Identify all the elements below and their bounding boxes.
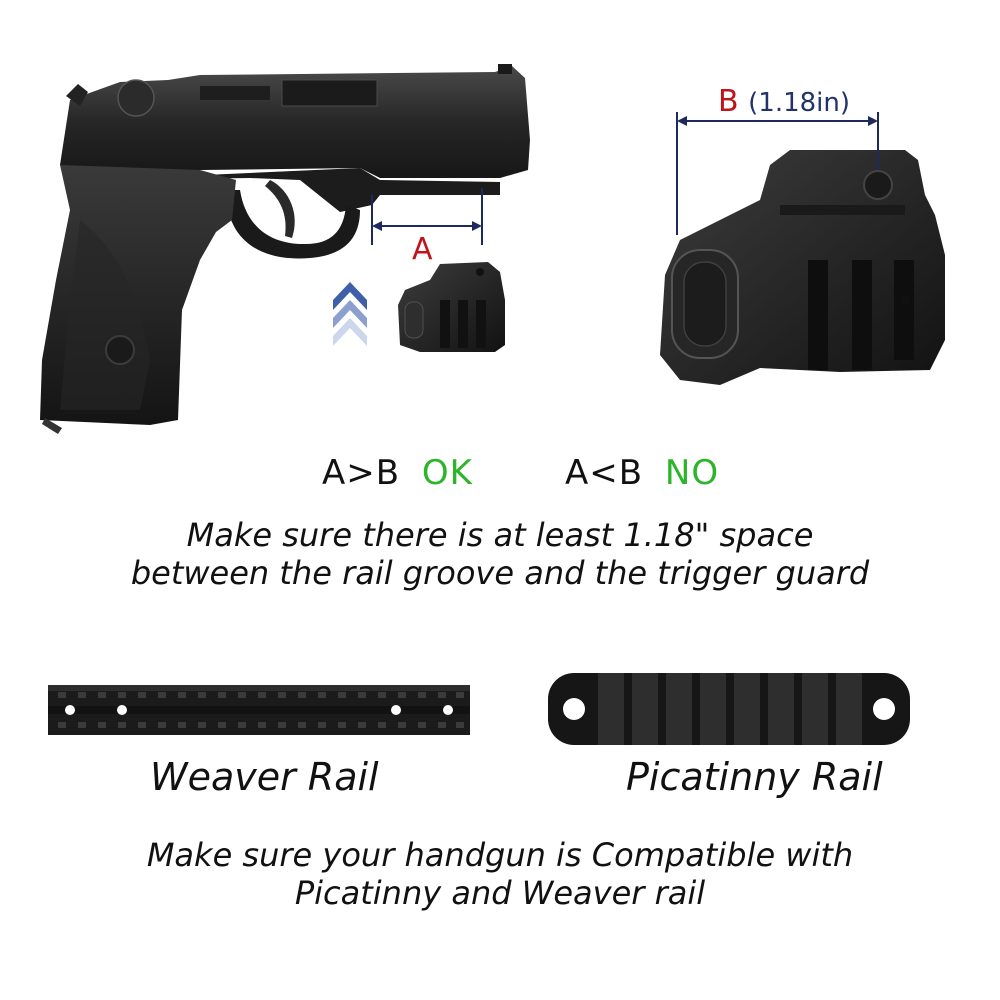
picatinny-rail-image <box>548 673 910 745</box>
mount-direction-arrows <box>333 282 367 346</box>
spacing-note: Make sure there is at least 1.18" space … <box>0 516 1000 592</box>
picatinny-rail-label: Picatinny Rail <box>626 755 883 799</box>
comparison-left: A>B OK <box>322 453 473 493</box>
dimension-a-marker <box>371 188 483 245</box>
dimension-b-label: B <box>718 84 739 119</box>
comparison-right-result: NO <box>664 453 720 493</box>
handgun-image <box>40 64 530 434</box>
small-laser-image <box>398 262 505 352</box>
compat-note-line2: Picatinny and Weaver rail <box>294 874 706 912</box>
spacing-note-line2: between the rail groove and the trigger … <box>130 554 870 592</box>
compat-note: Make sure your handgun is Compatible wit… <box>0 836 1000 912</box>
dimension-b-callout: B (1.18in) <box>718 84 850 119</box>
compat-note-line1: Make sure your handgun is Compatible wit… <box>146 836 854 874</box>
weaver-rail-image <box>48 685 470 735</box>
laser-sight-image <box>660 150 945 385</box>
comparison-right-expr: A<B <box>565 453 644 493</box>
dimension-b-value: (1.18in) <box>748 88 851 118</box>
comparison-left-expr: A>B <box>322 453 401 493</box>
dimension-b-marker <box>676 112 879 235</box>
comparison-left-result: OK <box>421 453 473 493</box>
comparison-right: A<B NO <box>565 453 719 493</box>
weaver-rail-label: Weaver Rail <box>150 755 379 799</box>
dimension-a-label: A <box>412 232 433 267</box>
spacing-note-line1: Make sure there is at least 1.18" space <box>186 516 814 554</box>
